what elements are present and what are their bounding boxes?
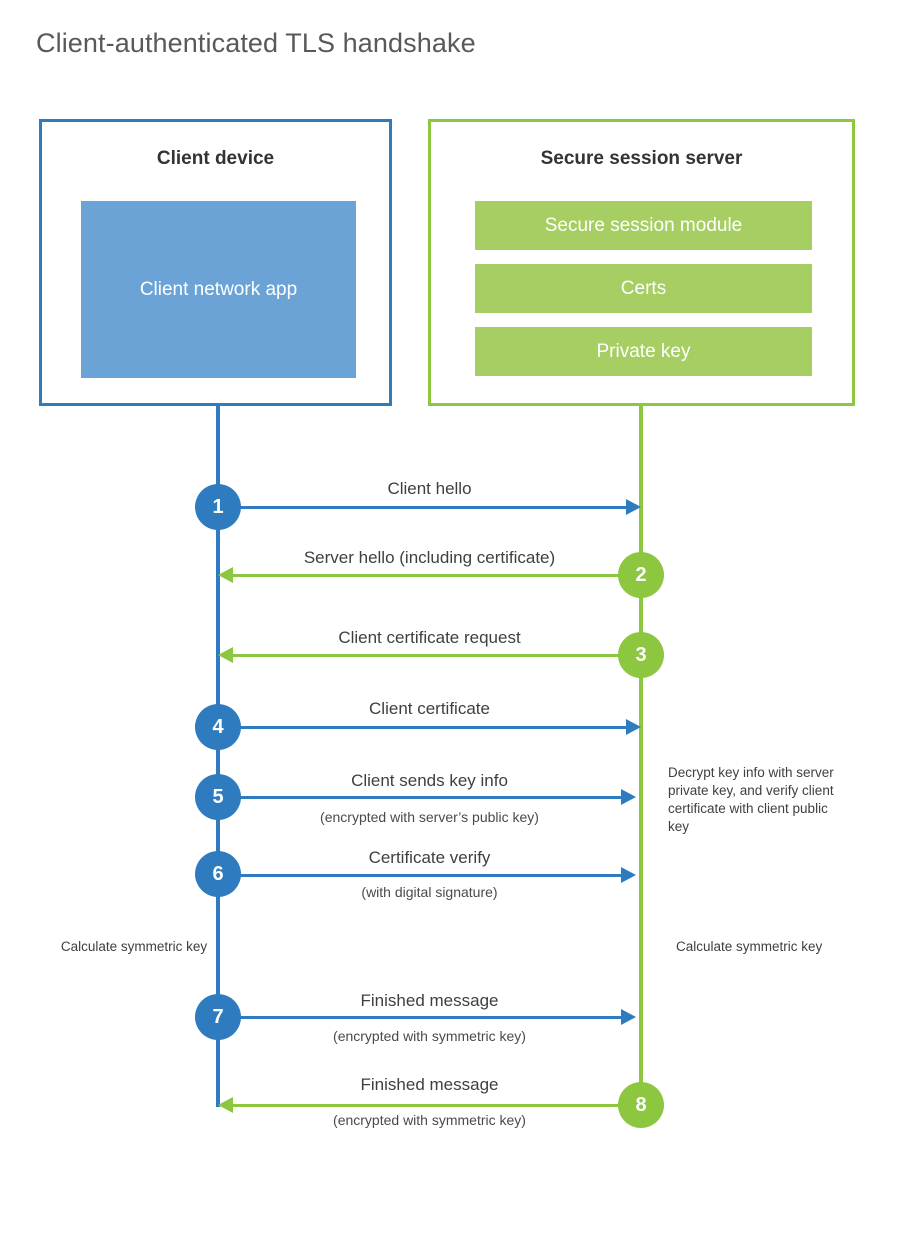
private-key-block: Private key — [475, 327, 812, 376]
message-line-2 — [233, 574, 641, 577]
message-label-7: Finished message — [360, 991, 499, 1010]
message-line-5 — [218, 796, 621, 799]
client-device-title: Client device — [156, 148, 275, 169]
client-network-app-block: Client network app — [81, 201, 356, 378]
lifeline-client — [216, 406, 220, 1107]
step-badge-5[interactable]: 5 — [195, 774, 241, 820]
message-sublabel-8: (encrypted with symmetric key) — [333, 1112, 526, 1128]
arrow-head-6 — [621, 867, 636, 883]
message-line-3 — [233, 654, 641, 657]
arrow-head-3 — [218, 647, 233, 663]
step-badge-4[interactable]: 4 — [195, 704, 241, 750]
message-label-4: Client certificate — [369, 699, 490, 718]
actor-box-client-device: Client device Client network app — [39, 119, 392, 406]
arrow-head-4 — [626, 719, 641, 735]
actor-box-secure-session-server: Secure session server Secure session mod… — [428, 119, 855, 406]
message-label-3: Client certificate request — [338, 628, 521, 647]
message-label-8: Finished message — [360, 1075, 499, 1094]
step-badge-6[interactable]: 6 — [195, 851, 241, 897]
step-badge-2[interactable]: 2 — [618, 552, 664, 598]
message-sublabel-7: (encrypted with symmetric key) — [333, 1028, 526, 1044]
message-sublabel-6: (with digital signature) — [361, 884, 498, 900]
arrow-head-1 — [626, 499, 641, 515]
message-sublabel-5: (encrypted with server’s public key) — [320, 809, 539, 825]
arrow-head-7 — [621, 1009, 636, 1025]
arrow-head-8 — [218, 1097, 233, 1113]
message-label-5: Client sends key info — [351, 771, 508, 790]
message-line-4 — [218, 726, 626, 729]
note-server-calculate-symmetric-key: Calculate symmetric key — [676, 939, 823, 954]
arrow-head-5 — [621, 789, 636, 805]
certs-block: Certs — [475, 264, 812, 313]
secure-session-module-block: Secure session module — [475, 201, 812, 250]
message-line-8 — [233, 1104, 641, 1107]
message-line-1 — [218, 506, 626, 509]
note-server-decrypt: Decrypt key info with server private key… — [668, 765, 834, 834]
message-label-2: Server hello (including certificate) — [303, 548, 556, 567]
secure-session-server-title: Secure session server — [540, 148, 743, 169]
step-badge-8[interactable]: 8 — [618, 1082, 664, 1128]
step-badge-7[interactable]: 7 — [195, 994, 241, 1040]
message-line-6 — [218, 874, 621, 877]
step-badge-1[interactable]: 1 — [195, 484, 241, 530]
message-label-6: Certificate verify — [368, 848, 491, 867]
message-line-7 — [218, 1016, 621, 1019]
step-badge-3[interactable]: 3 — [618, 632, 664, 678]
page-title: Client-authenticated TLS handshake — [36, 28, 476, 58]
lifeline-server — [639, 406, 643, 1106]
message-label-1: Client hello — [387, 479, 472, 498]
note-client-calculate-symmetric-key: Calculate symmetric key — [60, 939, 208, 954]
arrow-head-2 — [218, 567, 233, 583]
